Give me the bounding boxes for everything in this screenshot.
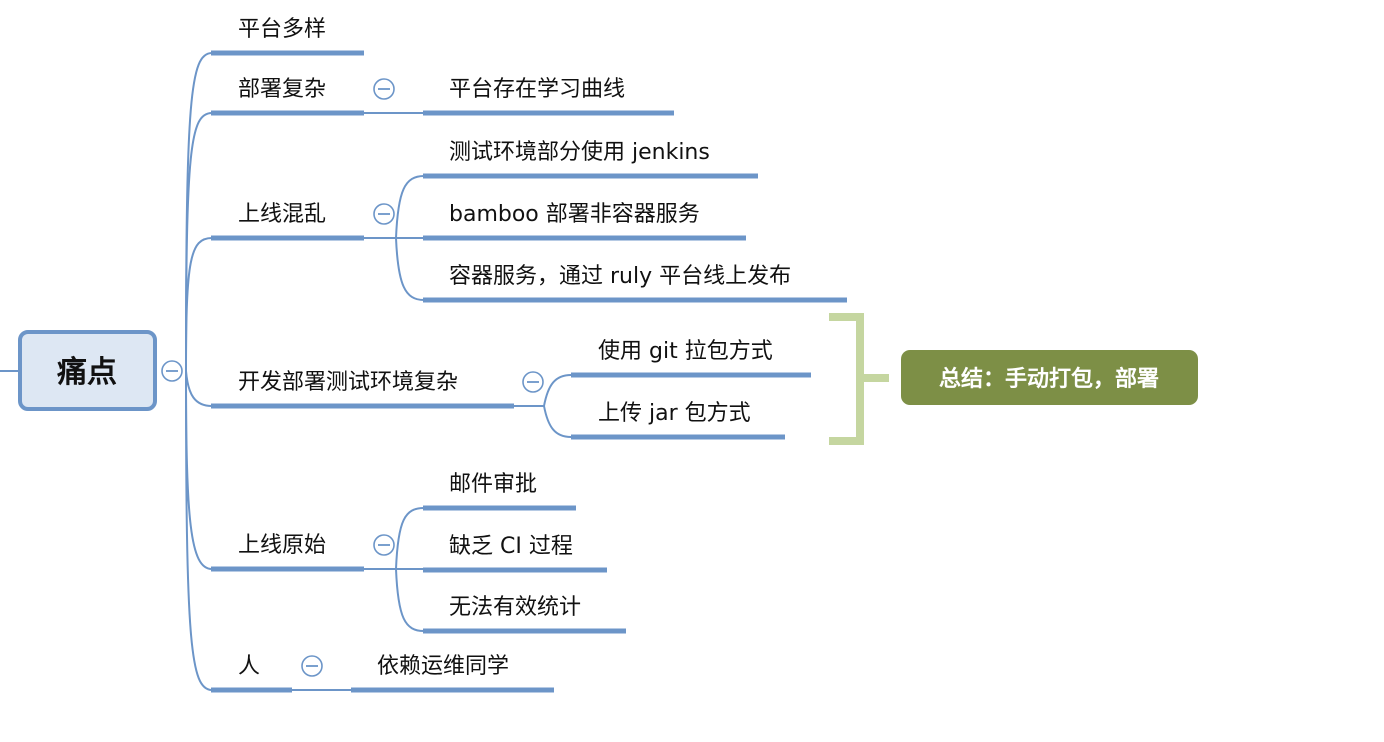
child-label: 邮件审批 (449, 472, 537, 497)
summary-node[interactable]: 总结：手动打包，部署 (901, 350, 1198, 405)
connector-branch-5 (185, 370, 213, 570)
root-connectors (185, 52, 213, 691)
branch-release-primitive[interactable]: 上线原始 (211, 533, 364, 572)
connector-branch-6 (185, 370, 213, 691)
branch-deploy-complex[interactable]: 部署复杂 (211, 77, 364, 116)
child-connectors (292, 112, 572, 691)
branch-label: 开发部署测试环境复杂 (238, 370, 458, 395)
release-chaos-collapse-icon[interactable] (373, 203, 395, 225)
child-learning-curve[interactable]: 平台存在学习曲线 (423, 77, 674, 116)
branch-label: 上线原始 (238, 533, 326, 558)
branch-dev-env-complex[interactable]: 开发部署测试环境复杂 (211, 370, 514, 409)
child-no-stats[interactable]: 无法有效统计 (423, 595, 626, 634)
child-email-approval[interactable]: 邮件审批 (423, 472, 576, 511)
child-label: 缺乏 CI 过程 (449, 534, 573, 559)
deploy-complex-collapse-icon[interactable] (373, 78, 395, 100)
root-collapse-icon[interactable] (161, 360, 183, 382)
connector-release-child-3 (395, 237, 425, 301)
child-jenkins[interactable]: 测试环境部分使用 jenkins (423, 140, 758, 179)
summary-box (901, 350, 1198, 405)
child-label: bamboo 部署非容器服务 (449, 202, 700, 227)
child-ruly[interactable]: 容器服务，通过 ruly 平台线上发布 (423, 264, 847, 303)
root-node[interactable]: 痛点 (18, 330, 157, 411)
child-label: 上传 jar 包方式 (598, 401, 751, 426)
child-no-ci[interactable]: 缺乏 CI 过程 (423, 534, 607, 573)
child-ops-dependency[interactable]: 依赖运维同学 (351, 654, 554, 693)
branch-label: 部署复杂 (238, 77, 326, 102)
connector-branch-2 (185, 112, 213, 372)
connector-primitive-child-3 (395, 568, 425, 632)
branch-people[interactable]: 人 (211, 654, 292, 693)
connector-primitive-child-1 (364, 507, 425, 570)
child-label: 无法有效统计 (449, 595, 581, 620)
child-label: 平台存在学习曲线 (449, 77, 625, 102)
people-collapse-icon[interactable] (301, 655, 323, 677)
connector-branch-3 (185, 237, 213, 372)
child-label: 容器服务，通过 ruly 平台线上发布 (449, 264, 791, 289)
child-label: 测试环境部分使用 jenkins (449, 140, 710, 165)
branch-release-chaos[interactable]: 上线混乱 (211, 202, 364, 241)
child-label: 依赖运维同学 (377, 654, 509, 679)
connector-devenv-child-2 (543, 405, 572, 438)
branch-label: 平台多样 (238, 17, 326, 42)
release-primitive-collapse-icon[interactable] (373, 534, 395, 556)
child-jar-upload[interactable]: 上传 jar 包方式 (571, 401, 785, 440)
connector-branch-4 (185, 370, 213, 407)
child-bamboo[interactable]: bamboo 部署非容器服务 (423, 202, 746, 241)
child-label: 使用 git 拉包方式 (598, 339, 773, 364)
connector-branch-1 (185, 52, 213, 372)
summary-label: 总结：手动打包，部署 (939, 366, 1159, 392)
root-node-box (18, 330, 157, 411)
branch-label: 上线混乱 (238, 202, 326, 227)
connector-devenv-child-1 (514, 374, 572, 407)
child-git-pull[interactable]: 使用 git 拉包方式 (571, 339, 811, 378)
connector-release-child-1 (364, 175, 425, 239)
root-node-label: 痛点 (57, 355, 117, 390)
summary-bracket (829, 313, 889, 445)
dev-env-collapse-icon[interactable] (522, 371, 544, 393)
branch-platform-diverse[interactable]: 平台多样 (211, 17, 364, 56)
branch-label: 人 (238, 654, 260, 679)
